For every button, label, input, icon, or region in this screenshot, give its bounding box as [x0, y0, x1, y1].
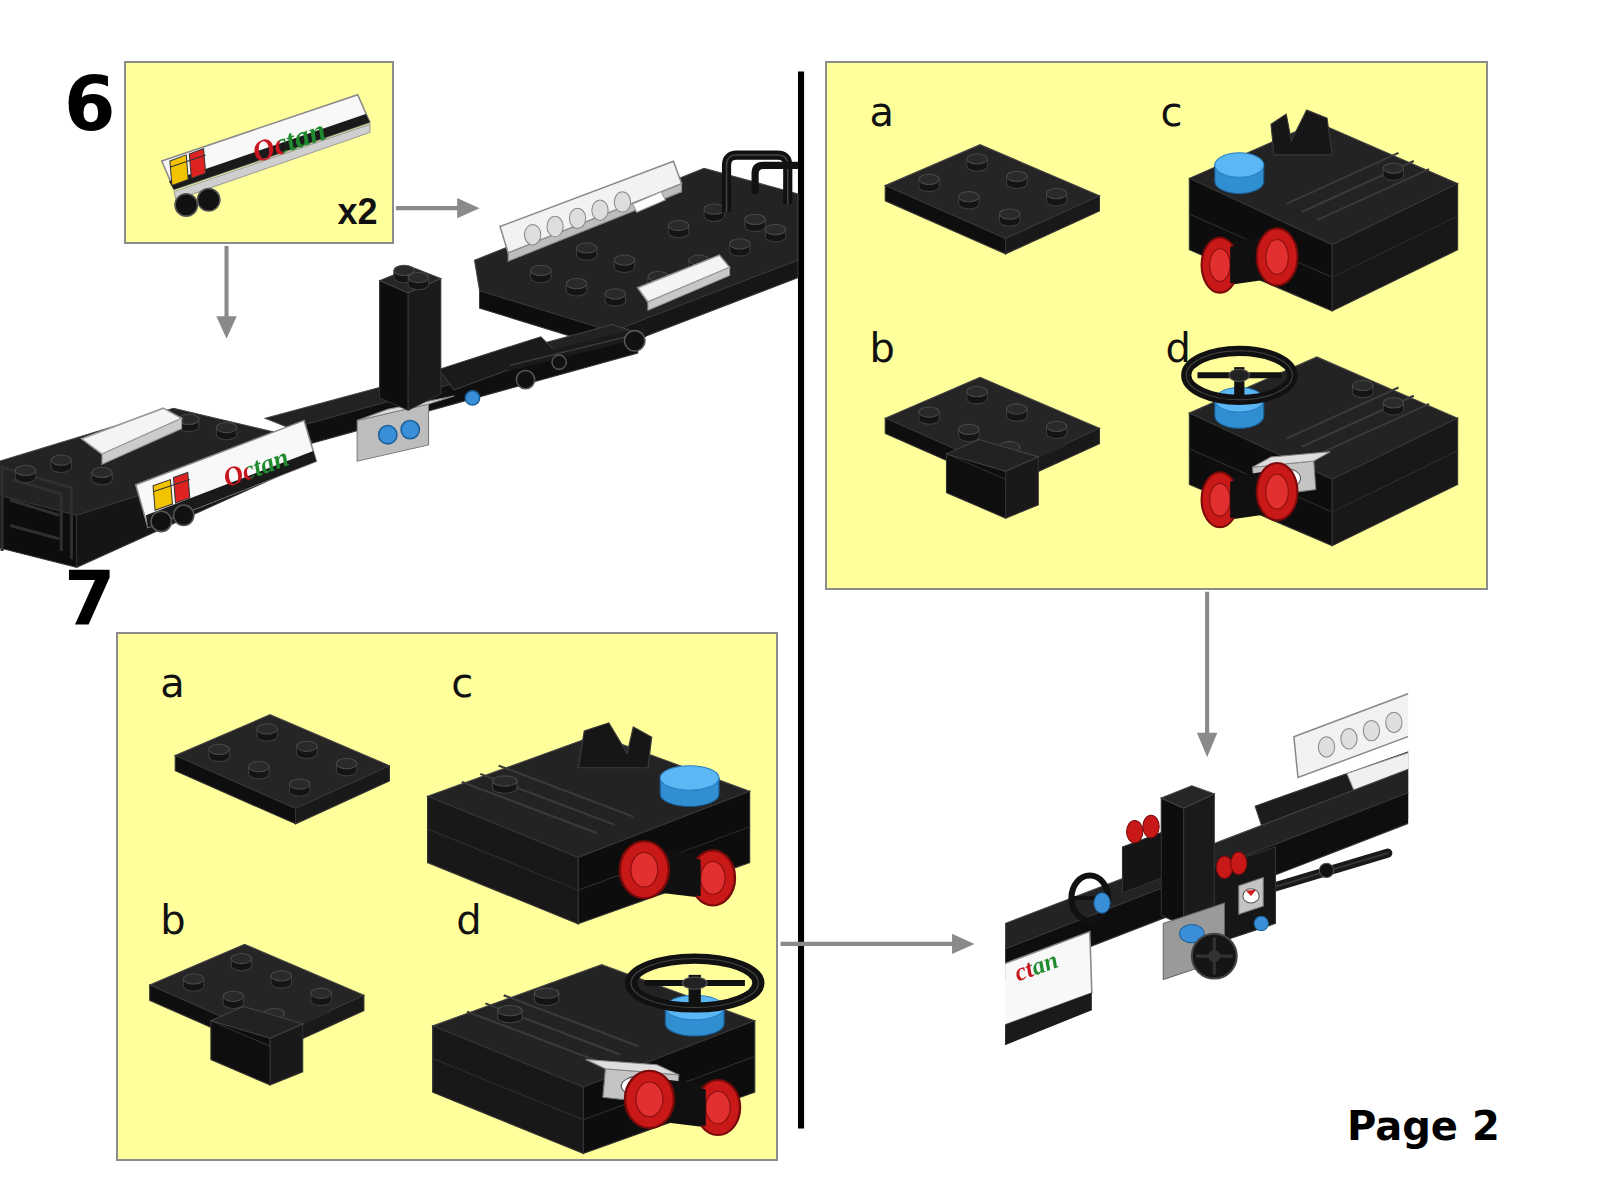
chassis-model [0, 155, 798, 567]
substep-box: a c b d [116, 632, 778, 1162]
result-model [1005, 692, 1408, 1046]
substep-letter: b [160, 900, 185, 940]
substep-letter: c [451, 663, 473, 703]
step-number: 7 [64, 561, 116, 635]
substep-letter: d [456, 900, 481, 940]
page-number: Page 2 [1347, 1106, 1500, 1146]
step-number: 6 [64, 67, 116, 141]
substep-letter: c [1161, 92, 1183, 132]
divider-line [798, 71, 804, 1128]
substep-letter: b [870, 328, 895, 368]
substep-letter: a [160, 663, 185, 703]
substep-letter: a [870, 92, 895, 132]
subassembly-illustration [825, 61, 1488, 590]
quantity-label: x2 [338, 194, 378, 230]
substep-letter: d [1166, 328, 1191, 368]
subassembly-illustration [116, 632, 778, 1162]
substep-box: a c b d [825, 61, 1488, 590]
